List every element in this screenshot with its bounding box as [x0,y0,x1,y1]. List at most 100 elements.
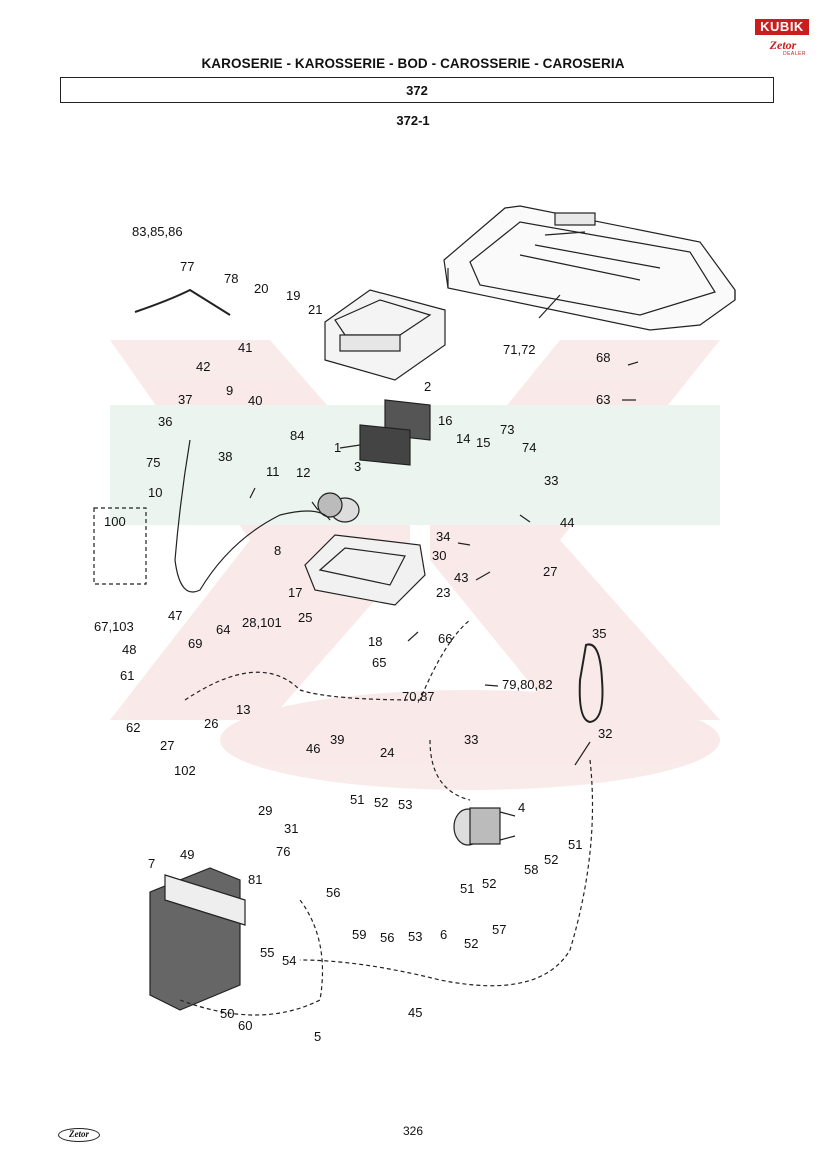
label-36: 36 [158,414,172,429]
label-11: 11 [266,464,280,479]
section-number: 372 [406,83,428,98]
page-number: 326 [402,1124,424,1138]
label-1: 1 [334,440,341,455]
footer-logo-text: Zetor [69,1129,89,1139]
label-56b: 56 [380,930,394,945]
label-50: 50 [220,1006,234,1021]
label-40: 40 [248,393,262,408]
label-32: 32 [598,726,612,741]
label-26: 26 [204,716,218,731]
label-61: 61 [120,668,134,683]
label-2: 2 [424,379,431,394]
heater-core [359,399,431,466]
kubik-zetor-dealer-logo: KUBIK Zetor DEALER [752,13,812,59]
label-78: 78 [224,271,238,286]
label-76: 76 [276,844,290,859]
label-70-87: 70,87 [402,689,435,704]
label-48: 48 [122,642,136,657]
label-16: 16 [438,413,452,428]
label-66: 66 [438,631,452,646]
label-63: 63 [596,392,610,407]
label-46: 46 [306,741,320,756]
label-52d: 52 [464,936,478,951]
label-21: 21 [308,302,322,317]
label-10: 10 [148,485,162,500]
label-67-103: 67,103 [94,619,134,634]
label-29: 29 [258,803,272,818]
brand-zetor: Zetor [769,38,797,52]
part-labels: 83,85,86 77 78 20 19 21 71,72 41 42 68 6… [94,224,612,1044]
label-100: 100 [104,514,126,529]
label-56: 56 [326,885,340,900]
label-24: 24 [380,745,394,760]
label-33: 33 [544,473,558,488]
label-52: 52 [374,795,388,810]
label-42: 42 [196,359,210,374]
label-33b: 33 [464,732,478,747]
label-51: 51 [350,792,364,807]
label-77: 77 [180,259,194,274]
label-58: 58 [524,862,538,877]
label-47: 47 [168,608,182,623]
condenser [149,867,246,1011]
page-title: KAROSERIE - KAROSSERIE - BOD - CAROSSERI… [201,56,625,71]
section-box: 372 [60,77,774,103]
brand-kubik: KUBIK [755,19,809,35]
label-57: 57 [492,922,506,937]
blower-motor [317,492,360,523]
label-64: 64 [216,622,230,637]
label-53: 53 [398,797,412,812]
label-71-72: 71,72 [503,342,536,357]
label-12: 12 [296,465,310,480]
label-62: 62 [126,720,140,735]
footer-zetor-logo: Zetor [58,1128,100,1142]
label-8: 8 [274,543,281,558]
label-59: 59 [352,927,366,942]
label-41: 41 [238,340,252,355]
label-38: 38 [218,449,232,464]
label-15: 15 [476,435,490,450]
label-5: 5 [314,1029,321,1044]
label-69: 69 [188,636,202,651]
label-51c: 51 [460,881,474,896]
drip-tray [304,534,426,606]
label-25: 25 [298,610,312,625]
label-74: 74 [522,440,536,455]
label-102: 102 [174,763,196,778]
watermark [110,340,720,790]
label-18: 18 [368,634,382,649]
label-51b: 51 [568,837,582,852]
label-83-85-86: 83,85,86 [132,224,183,239]
brand-dealer: DEALER [782,51,806,57]
label-45: 45 [408,1005,422,1020]
label-68: 68 [596,350,610,365]
roof-tray [443,205,736,331]
label-49: 49 [180,847,194,862]
label-9: 9 [226,383,233,398]
label-79-80-82: 79,80,82 [502,677,553,692]
label-23: 23 [436,585,450,600]
label-19: 19 [286,288,300,303]
label-4: 4 [518,800,525,815]
label-14: 14 [456,431,470,446]
label-52c: 52 [482,876,496,891]
label-28-101: 28,101 [242,615,282,630]
label-17: 17 [288,585,302,600]
label-73: 73 [500,422,514,437]
label-55: 55 [260,945,274,960]
label-3: 3 [354,459,361,474]
label-65: 65 [372,655,386,670]
evaporator-housing [324,289,446,381]
label-39: 39 [330,732,344,747]
label-81: 81 [248,872,262,887]
label-7: 7 [148,856,155,871]
compressor [453,807,516,846]
label-6: 6 [440,927,447,942]
subsection-number: 372-1 [396,113,430,128]
label-37: 37 [178,392,192,407]
label-30: 30 [432,548,446,563]
label-75: 75 [146,455,160,470]
label-44: 44 [560,515,574,530]
label-53b: 53 [408,929,422,944]
